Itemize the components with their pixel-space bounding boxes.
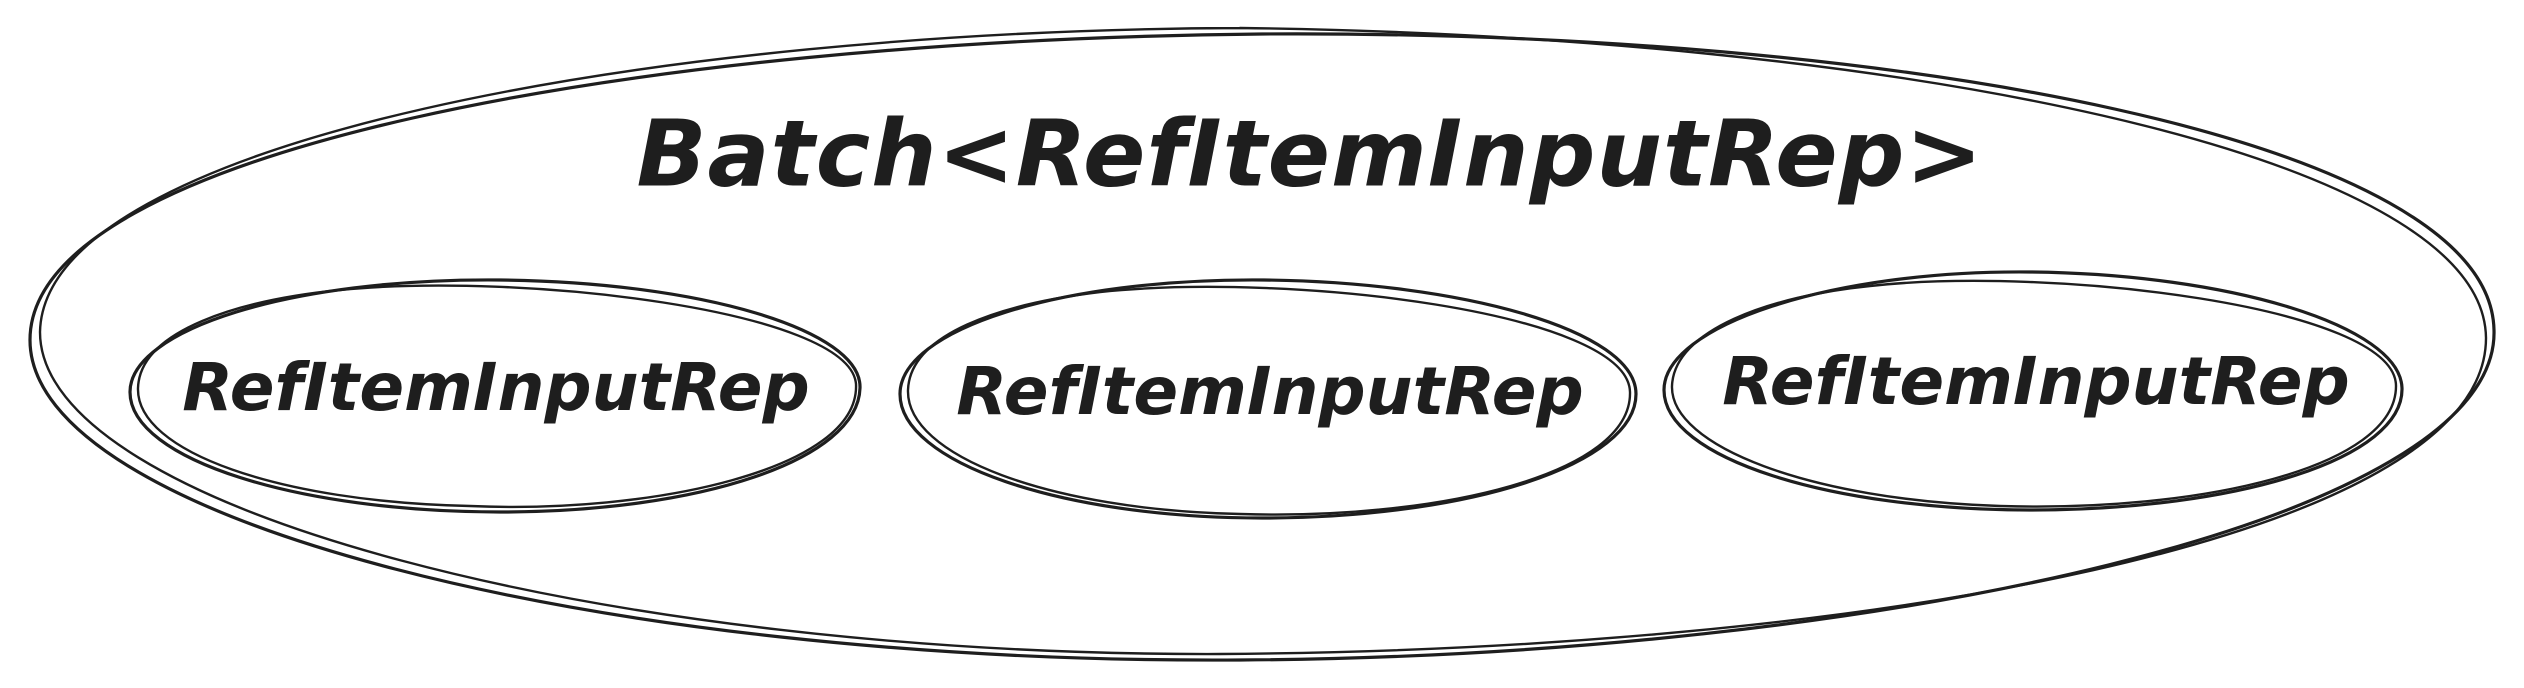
ref-item-1-outline-2 bbox=[136, 284, 858, 509]
ref-item-3-label: RefItemInputRep bbox=[1722, 343, 2350, 420]
ref-item-2: RefItemInputRep bbox=[898, 278, 1638, 520]
ref-item-1-label: RefItemInputRep bbox=[182, 349, 810, 426]
ref-item-1: RefItemInputRep bbox=[128, 278, 862, 514]
ref-item-2-label: RefItemInputRep bbox=[956, 353, 1584, 430]
batch-container-label: Batch<RefItemInputRep> bbox=[636, 100, 1983, 207]
ref-item-3: RefItemInputRep bbox=[1662, 270, 2404, 512]
ref-item-3-outline-2 bbox=[1670, 279, 2398, 508]
batch-container-outline-2 bbox=[38, 26, 2488, 656]
batch-container: Batch<RefItemInputRep> bbox=[28, 26, 2496, 662]
batch-container-outline bbox=[28, 32, 2496, 662]
ref-item-1-outline bbox=[128, 278, 862, 514]
ref-item-2-outline-2 bbox=[906, 285, 1632, 516]
